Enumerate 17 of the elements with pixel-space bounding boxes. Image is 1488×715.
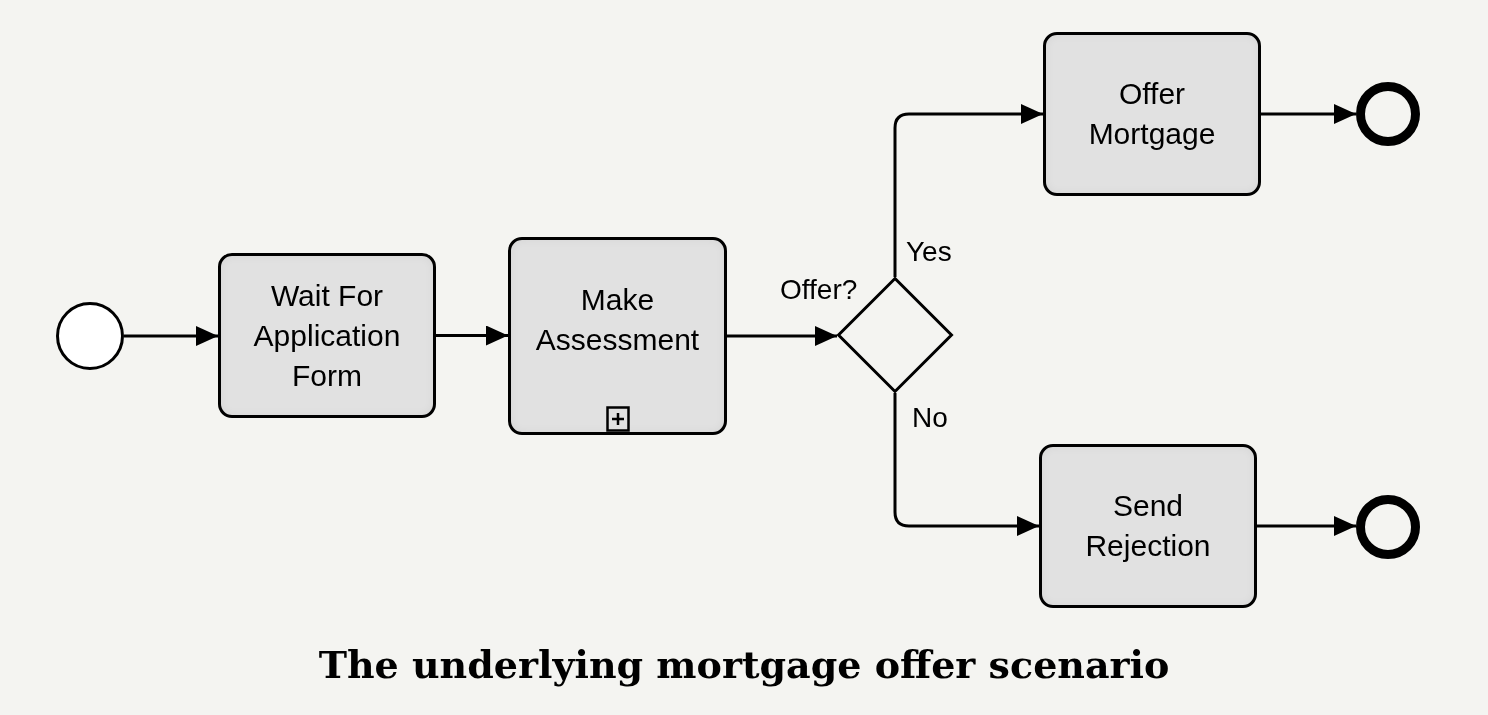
task-box <box>1043 32 1261 196</box>
gateway-label: Offer? <box>780 273 858 307</box>
sequence-flow-arrow <box>1257 516 1356 536</box>
diagram-caption: The underlying mortgage offer scenario <box>318 641 1170 689</box>
sequence-flow-arrow <box>124 326 218 346</box>
sequence-flow-arrow <box>1261 104 1356 124</box>
subprocess-box <box>508 237 727 435</box>
sequence-flow-arrow <box>436 325 508 346</box>
task-label: Offer Mortgage <box>1087 76 1217 152</box>
task-box <box>1039 444 1257 608</box>
sequence-flow-arrow <box>893 104 1043 277</box>
sequence-flow-arrow <box>727 326 837 346</box>
sequence-flow-arrow <box>893 393 1039 536</box>
task-label: Make Assessment <box>534 282 701 358</box>
task-label: Wait For Application Form <box>252 277 402 394</box>
task-box <box>218 253 436 418</box>
task-label: Send Rejection <box>1084 488 1212 564</box>
